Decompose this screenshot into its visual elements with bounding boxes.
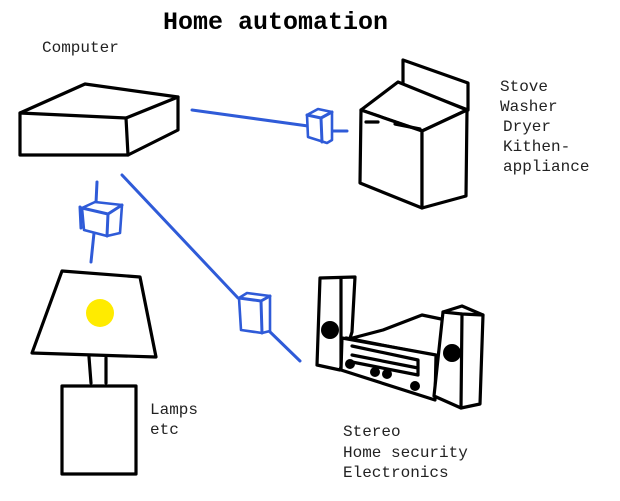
connection-computer-stereo bbox=[120, 173, 302, 363]
stereo-icon bbox=[315, 275, 485, 410]
lamps-label-line: etc bbox=[150, 421, 179, 439]
stereo-label: Stereo Home security Electronics bbox=[343, 422, 468, 483]
appliances-label-line: Washer bbox=[500, 98, 558, 116]
appliances-label-line: Stove bbox=[500, 78, 549, 96]
diagram-title: Home automation bbox=[163, 8, 389, 37]
appliances-label: Stove Washer Dryer Kithen- appliance bbox=[500, 77, 589, 177]
stereo-label-line: Stereo bbox=[343, 423, 401, 441]
computer-label: Computer bbox=[42, 39, 119, 57]
connection-computer-lamp bbox=[78, 180, 124, 264]
x10-module-icon bbox=[237, 291, 272, 335]
stove-appliance-icon bbox=[358, 58, 470, 210]
light-bulb-icon bbox=[86, 299, 114, 327]
connection-computer-appliances bbox=[190, 107, 349, 145]
stereo-label-line: Electronics bbox=[343, 464, 449, 482]
lamps-label-line: Lamps bbox=[150, 401, 199, 419]
x10-module-icon bbox=[78, 200, 124, 238]
appliances-label-line: Kithen- bbox=[503, 138, 571, 156]
x10-module-icon bbox=[305, 107, 349, 145]
computer-box-icon bbox=[18, 82, 180, 157]
lamp-icon bbox=[30, 269, 158, 476]
appliances-label-line: Dryer bbox=[503, 118, 552, 136]
appliances-label-line: appliance bbox=[503, 158, 590, 176]
stereo-label-line: Home security bbox=[343, 444, 468, 462]
lamps-label: Lamps etc bbox=[150, 400, 198, 440]
